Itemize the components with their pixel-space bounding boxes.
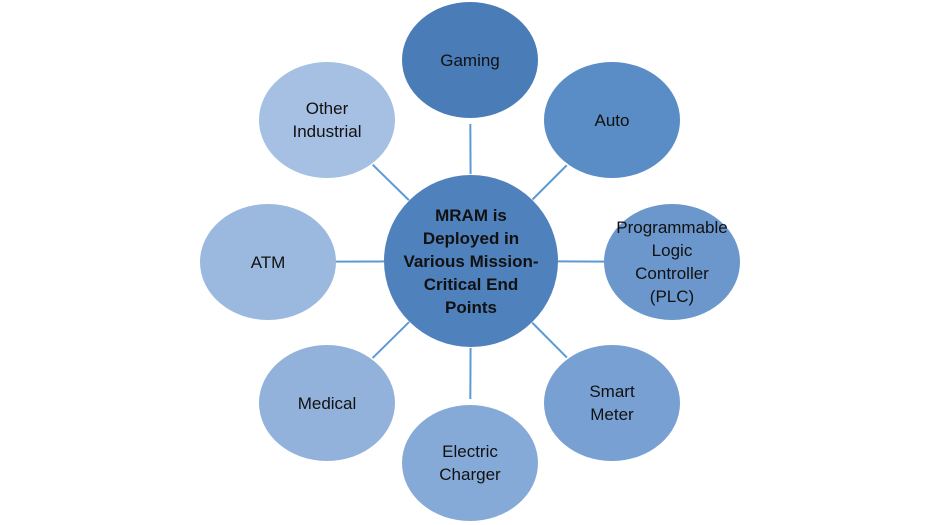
node-auto: Auto xyxy=(544,62,680,178)
connector-line xyxy=(371,321,410,359)
center-node: MRAM is Deployed in Various Mission-Crit… xyxy=(384,175,558,347)
node-smart-meter: Smart Meter xyxy=(544,345,680,461)
node-other-industrial: Other Industrial xyxy=(259,62,395,178)
connector-line xyxy=(372,164,410,201)
node-plc: Programmable Logic Controller (PLC) xyxy=(604,204,740,320)
connector-line xyxy=(531,322,568,359)
node-gaming: Gaming xyxy=(402,2,538,118)
node-medical: Medical xyxy=(259,345,395,461)
node-atm: ATM xyxy=(200,204,336,320)
node-electric-charger: Electric Charger xyxy=(402,405,538,521)
connector-line xyxy=(531,164,568,201)
